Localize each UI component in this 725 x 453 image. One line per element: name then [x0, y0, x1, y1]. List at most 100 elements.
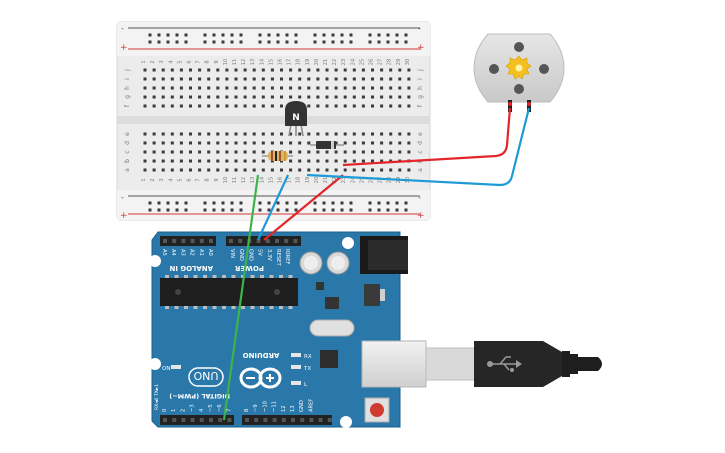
breadboard-hole[interactable]: [298, 150, 302, 154]
rail-hole[interactable]: [395, 208, 399, 212]
breadboard-hole[interactable]: [316, 159, 320, 163]
breadboard-hole[interactable]: [407, 168, 411, 172]
breadboard-hole[interactable]: [216, 104, 220, 108]
breadboard-hole[interactable]: [216, 159, 220, 163]
breadboard-hole[interactable]: [361, 159, 365, 163]
breadboard-hole[interactable]: [307, 95, 311, 99]
header-pin[interactable]: [227, 418, 232, 422]
breadboard-hole[interactable]: [207, 95, 211, 99]
rail-hole[interactable]: [368, 201, 372, 205]
rail-hole[interactable]: [276, 33, 280, 37]
breadboard-hole[interactable]: [198, 68, 202, 72]
breadboard-hole[interactable]: [252, 68, 256, 72]
breadboard-hole[interactable]: [170, 77, 174, 81]
breadboard-hole[interactable]: [252, 159, 256, 163]
breadboard-hole[interactable]: [325, 95, 329, 99]
header-pin[interactable]: [300, 418, 305, 422]
breadboard-hole[interactable]: [143, 159, 147, 163]
breadboard-hole[interactable]: [334, 141, 338, 145]
rail-hole[interactable]: [175, 40, 179, 44]
breadboard-hole[interactable]: [380, 86, 384, 90]
breadboard-hole[interactable]: [252, 95, 256, 99]
npn-transistor[interactable]: N: [285, 101, 307, 137]
wire-blue-motor[interactable]: [306, 107, 531, 187]
rail-hole[interactable]: [267, 40, 271, 44]
breadboard-hole[interactable]: [234, 159, 238, 163]
breadboard-hole[interactable]: [280, 77, 283, 81]
rail-hole[interactable]: [230, 201, 234, 205]
breadboard-hole[interactable]: [179, 68, 183, 72]
breadboard-hole[interactable]: [261, 132, 265, 136]
breadboard-hole[interactable]: [352, 132, 356, 136]
rail-hole[interactable]: [157, 40, 161, 44]
breadboard-hole[interactable]: [280, 132, 283, 136]
breadboard-hole[interactable]: [225, 150, 229, 154]
breadboard-hole[interactable]: [216, 150, 220, 154]
breadboard-hole[interactable]: [143, 95, 147, 99]
breadboard-hole[interactable]: [352, 77, 356, 81]
breadboard-hole[interactable]: [352, 168, 356, 172]
breadboard-hole[interactable]: [398, 104, 402, 108]
header-pin[interactable]: [265, 239, 270, 243]
breadboard-hole[interactable]: [371, 104, 374, 108]
breadboard-hole[interactable]: [143, 141, 147, 145]
breadboard-hole[interactable]: [307, 150, 311, 154]
breadboard-hole[interactable]: [252, 168, 256, 172]
breadboard-hole[interactable]: [234, 95, 238, 99]
breadboard-hole[interactable]: [380, 95, 384, 99]
breadboard-hole[interactable]: [289, 150, 293, 154]
breadboard-hole[interactable]: [179, 86, 183, 90]
rail-hole[interactable]: [230, 33, 234, 37]
breadboard-hole[interactable]: [161, 132, 165, 136]
breadboard-hole[interactable]: [325, 104, 329, 108]
breadboard-hole[interactable]: [371, 68, 374, 72]
rail-hole[interactable]: [203, 208, 207, 212]
rail-hole[interactable]: [294, 33, 298, 37]
breadboard-hole[interactable]: [261, 159, 265, 163]
rail-hole[interactable]: [212, 201, 216, 205]
breadboard-hole[interactable]: [170, 68, 174, 72]
header-pin[interactable]: [291, 418, 295, 422]
rail-hole[interactable]: [267, 201, 271, 205]
rail-hole[interactable]: [313, 33, 317, 37]
rail-hole[interactable]: [230, 40, 234, 44]
rail-hole[interactable]: [349, 201, 353, 205]
breadboard-hole[interactable]: [325, 86, 329, 90]
breadboard-hole[interactable]: [170, 95, 174, 99]
breadboard-hole[interactable]: [398, 150, 402, 154]
header-pin[interactable]: [238, 239, 243, 243]
breadboard-hole[interactable]: [152, 150, 156, 154]
breadboard-hole[interactable]: [307, 168, 311, 172]
breadboard-hole[interactable]: [270, 141, 274, 145]
breadboard-hole[interactable]: [216, 141, 220, 145]
rail-hole[interactable]: [203, 201, 207, 205]
rail-hole[interactable]: [221, 201, 225, 205]
wires[interactable]: [222, 107, 531, 421]
breadboard-hole[interactable]: [407, 141, 411, 145]
rail-hole[interactable]: [221, 33, 225, 37]
breadboard-hole[interactable]: [380, 168, 384, 172]
breadboard-hole[interactable]: [298, 86, 302, 90]
rail-hole[interactable]: [221, 208, 225, 212]
breadboard-hole[interactable]: [407, 104, 411, 108]
rail-hole[interactable]: [322, 33, 326, 37]
breadboard-hole[interactable]: [161, 141, 165, 145]
breadboard-hole[interactable]: [307, 132, 311, 136]
breadboard-hole[interactable]: [207, 104, 211, 108]
rail-hole[interactable]: [313, 40, 317, 44]
breadboard-hole[interactable]: [170, 150, 174, 154]
breadboard-hole[interactable]: [325, 77, 329, 81]
breadboard-hole[interactable]: [407, 150, 411, 154]
rail-hole[interactable]: [184, 33, 188, 37]
breadboard-hole[interactable]: [334, 132, 338, 136]
breadboard-hole[interactable]: [371, 150, 374, 154]
breadboard-hole[interactable]: [161, 77, 165, 81]
breadboard-hole[interactable]: [225, 104, 229, 108]
rail-hole[interactable]: [349, 40, 353, 44]
breadboard-hole[interactable]: [189, 141, 192, 145]
breadboard-hole[interactable]: [170, 141, 174, 145]
breadboard-hole[interactable]: [207, 141, 211, 145]
analog-header[interactable]: [160, 236, 216, 246]
breadboard-hole[interactable]: [198, 168, 202, 172]
breadboard-hole[interactable]: [325, 159, 329, 163]
